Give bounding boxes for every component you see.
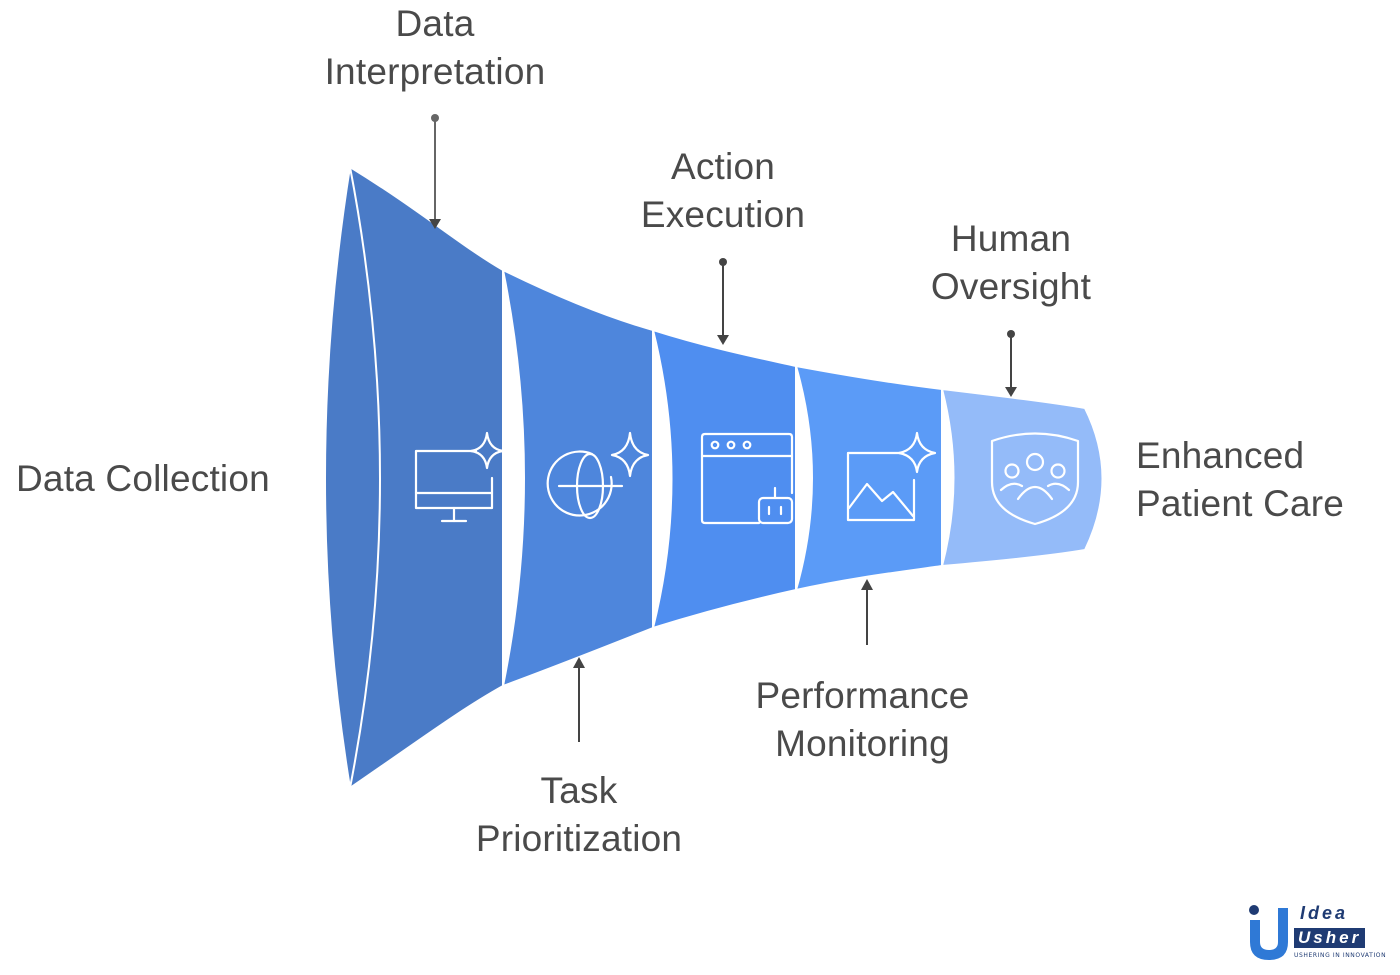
browser-robot-icon: [700, 432, 794, 525]
logo-tagline: USHERING IN INNOVATION: [1294, 952, 1387, 959]
globe-sparkle-icon: [546, 431, 650, 520]
logo-wordmark-top: Idea: [1300, 903, 1349, 923]
label-enhanced-patient-care: Enhanced Patient Care: [1136, 435, 1345, 524]
callout-human-oversight: [1005, 330, 1017, 397]
label-human-oversight: Human Oversight: [930, 218, 1092, 307]
shield-people-icon: [990, 432, 1080, 526]
logo-wordmark-bottom: Usher: [1294, 928, 1366, 948]
funnel-inner-rim: [349, 166, 381, 789]
label-performance-monitoring: Performance Monitoring: [755, 675, 970, 764]
callout-data-interpretation: [429, 114, 441, 229]
callout-task-prioritization: [573, 657, 585, 742]
logo-mark-icon: [1249, 905, 1288, 960]
callout-performance-monitoring: [861, 579, 873, 645]
label-data-interpretation: Data Interpretation: [324, 3, 546, 92]
label-data-collection: Data Collection: [16, 458, 270, 499]
label-action-execution: Action Execution: [640, 146, 806, 235]
label-task-prioritization: Task Prioritization: [475, 770, 683, 859]
funnel-section-data-collection: [324, 165, 504, 790]
idea-usher-logo: Idea Usher USHERING IN INNOVATION: [1244, 902, 1388, 964]
image-sparkle-icon: [846, 431, 937, 522]
funnel-section-action-execution: [794, 364, 943, 592]
callout-action-execution: [717, 258, 729, 345]
funnel-section-performance-monitoring: [940, 387, 1104, 568]
monitor-sparkle-icon: [414, 431, 505, 523]
funnel-section-task-prioritization: [651, 328, 797, 630]
